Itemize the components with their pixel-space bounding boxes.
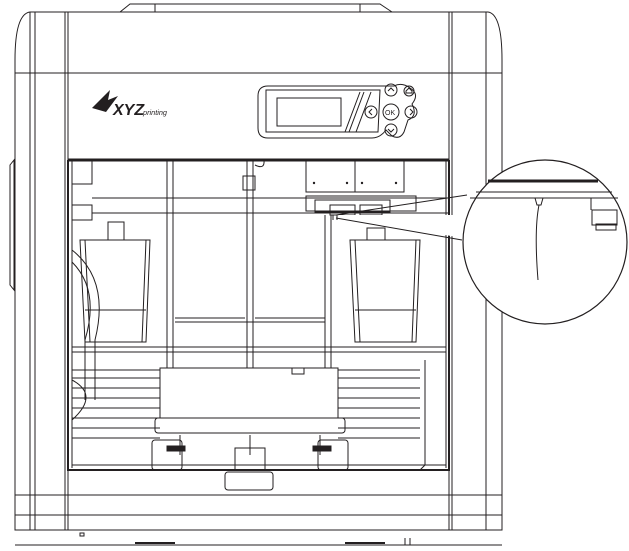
chevron-right-icon (409, 108, 414, 116)
button-down[interactable] (384, 123, 398, 137)
home-icon (405, 87, 413, 94)
printer-body (9, 11, 503, 531)
brand-logo: XYZ printing (92, 90, 167, 119)
right-filament-holder (349, 227, 421, 343)
chevron-up-icon (387, 87, 395, 92)
control-panel (257, 83, 416, 139)
build-plate (151, 367, 349, 491)
button-home[interactable] (403, 85, 415, 97)
lower-rails (72, 317, 446, 471)
chevron-down-icon (387, 128, 395, 133)
nozzle-callout (335, 159, 628, 325)
button-left[interactable] (364, 105, 378, 119)
button-right[interactable] (404, 105, 418, 119)
chevron-left-icon (368, 108, 373, 116)
button-up[interactable] (384, 83, 398, 97)
left-filament-holder (71, 221, 151, 421)
button-ok[interactable]: OK (382, 103, 400, 121)
ok-label: OK (385, 110, 395, 117)
logo-text: XYZ (112, 102, 145, 119)
logo-subtext: printing (142, 110, 167, 117)
top-handle (119, 3, 393, 13)
filament-strand (535, 204, 540, 281)
base (15, 494, 502, 546)
lcd-screen (276, 97, 342, 127)
